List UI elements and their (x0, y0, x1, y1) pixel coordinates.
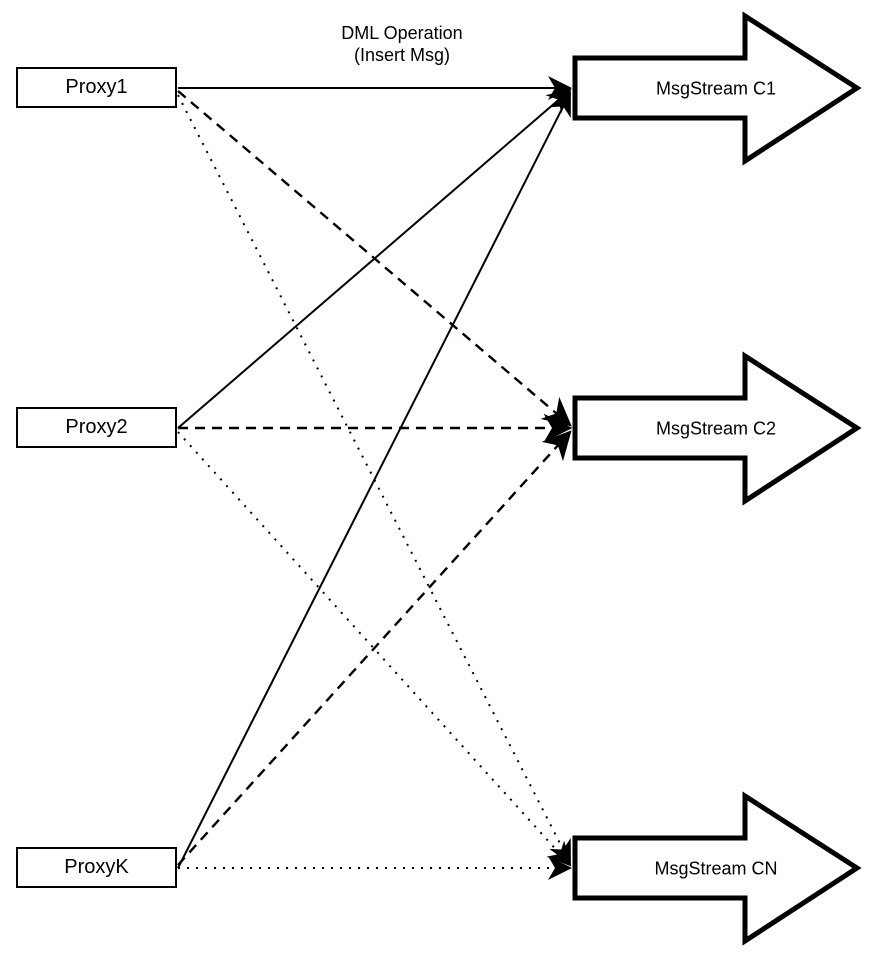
msgstream-cn-label: MsgStream CN (654, 858, 778, 879)
proxy2-label: Proxy2 (65, 416, 128, 438)
proxyk-label: ProxyK (64, 856, 129, 878)
msgstream-c2-arrow-shape (572, 351, 862, 506)
proxy2-node: Proxy2 (16, 407, 177, 448)
edge-caption-line2: (Insert Msg) (353, 45, 451, 65)
edge-proxyk-to-c2 (177, 430, 572, 866)
edge-caption: DML Operation (Insert Msg) (341, 22, 462, 66)
edge-proxy1-to-c2 (177, 90, 572, 427)
proxy1-label: Proxy1 (65, 76, 128, 98)
msgstream-c1-arrow-shape (572, 11, 862, 166)
msgstream-c2-label: MsgStream C2 (655, 418, 777, 439)
msgstream-cn-arrow-shape (572, 791, 862, 946)
edge-proxy2-to-cn (177, 431, 572, 867)
proxyk-node: ProxyK (16, 847, 177, 888)
edge-caption-line1: DML Operation (341, 23, 463, 43)
proxy1-node: Proxy1 (16, 67, 177, 108)
msgstream-c1-label: MsgStream C1 (655, 78, 777, 99)
